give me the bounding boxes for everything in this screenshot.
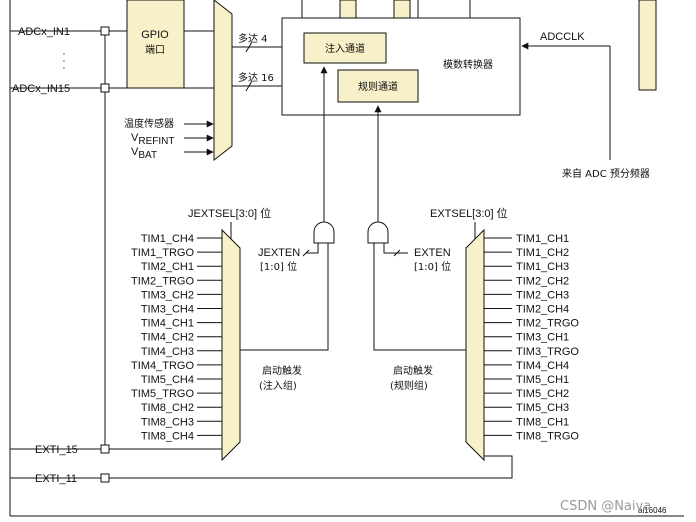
- converter-label: 模数转换器: [443, 58, 493, 71]
- exten-wire: [383, 243, 408, 254]
- up-to-4-label: 多达 4: [238, 32, 268, 45]
- vbat-sub: BAT: [138, 150, 157, 161]
- injected-start-trigger-label: 启动触发: [262, 364, 302, 377]
- regular-source-label: TIM5_CH1: [516, 374, 569, 386]
- regular-source-label: TIM3_CH1: [516, 332, 569, 344]
- regular-source-label: TIM4_CH4: [516, 360, 569, 372]
- ellipsis-dots-1: ·: [62, 48, 66, 60]
- injected-source-label: TIM4_CH2: [141, 332, 194, 344]
- injected-source-label: TIM8_CH4: [141, 430, 194, 442]
- injected-source-label: TIM5_TRGO: [131, 388, 194, 400]
- exti15-pin: [100, 444, 110, 454]
- regular-channel-label: 规则通道: [358, 80, 398, 93]
- ellipsis-dots-2: ·: [62, 55, 66, 67]
- gpio-port-label: 端口: [145, 43, 165, 56]
- regular-trigger-mux: [465, 228, 485, 462]
- regular-source-label: TIM8_TRGO: [516, 430, 579, 442]
- regular-source-label: TIM2_CH2: [516, 275, 569, 287]
- regular-source-label: TIM3_TRGO: [516, 346, 579, 358]
- injected-source-label: TIM5_CH4: [141, 374, 194, 386]
- regular-source-label: TIM2_CH4: [516, 304, 569, 316]
- vrefint-sub: REFINT: [138, 136, 174, 147]
- injected-source-label: TIM4_CH1: [141, 318, 194, 330]
- adc-in15-pin: [100, 83, 110, 93]
- gpio-port-block: [126, 0, 185, 89]
- injected-source-label: TIM4_TRGO: [131, 360, 194, 372]
- data-register-stub-1: [339, 0, 357, 19]
- exti11-pin: [100, 473, 110, 483]
- exten-label: EXTEN: [414, 247, 451, 259]
- jexten-slash: [302, 249, 310, 257]
- exti11-wire: [10, 455, 513, 479]
- csdn-watermark: CSDN @Naiva: [560, 499, 651, 514]
- ellipsis-dots-3: ·: [62, 62, 66, 74]
- data-register-stub-2: [393, 0, 411, 19]
- injected-source-label: TIM3_CH4: [141, 304, 194, 316]
- injected-trigger-mux: [221, 228, 241, 462]
- up-to-16-label: 多达 16: [238, 71, 274, 84]
- injected-and-gate: [313, 221, 335, 244]
- gpio-label: GPIO: [141, 29, 169, 41]
- injected-source-label: TIM4_CH3: [141, 346, 194, 358]
- adc-in1-pin: [100, 26, 110, 36]
- injected-source-label: TIM8_CH2: [141, 402, 194, 414]
- jextsel-label: JEXTSEL[3:0] 位: [188, 206, 271, 220]
- exten-slash: [393, 249, 401, 257]
- regular-trigger-sources: TIM1_CH1TIM1_CH2TIM1_CH3TIM2_CH2TIM2_CH3…: [484, 233, 579, 442]
- adc-in15-label: ADCx_IN15: [12, 83, 70, 95]
- right-side-bar: [638, 0, 657, 91]
- injected-source-label: TIM1_CH4: [141, 233, 194, 245]
- regular-source-label: TIM5_CH2: [516, 388, 569, 400]
- injected-mux-to-gate: [240, 243, 329, 351]
- jexten-label: JEXTEN: [258, 247, 300, 259]
- injected-source-label: TIM2_TRGO: [131, 275, 194, 287]
- regular-source-label: TIM1_CH2: [516, 247, 569, 259]
- figure-id: ai16046: [638, 506, 667, 515]
- regular-group-label: (规则组): [390, 379, 428, 392]
- exten-bits-label: [1:0] 位: [414, 260, 451, 273]
- adcclk-label: ADCCLK: [540, 31, 585, 43]
- regular-source-label: TIM5_CH3: [516, 402, 569, 414]
- injected-source-label: TIM8_CH3: [141, 416, 194, 428]
- regular-bus-slash: [245, 80, 253, 92]
- injected-source-label: TIM2_CH1: [141, 261, 194, 273]
- vbat-label: VBAT: [131, 146, 157, 161]
- injected-channel-label: 注入通道: [325, 42, 365, 55]
- regular-channel-box: [337, 69, 419, 103]
- exti15-label: EXTI_15: [35, 444, 78, 456]
- injected-source-label: TIM3_CH2: [141, 289, 194, 301]
- injected-source-label: TIM1_TRGO: [131, 247, 194, 259]
- exti11-label: EXTI_11: [35, 473, 77, 485]
- regular-source-label: TIM2_CH3: [516, 289, 569, 301]
- regular-source-label: TIM8_CH1: [516, 416, 569, 428]
- regular-source-label: TIM2_TRGO: [516, 318, 579, 330]
- prescaler-label: 来自 ADC 预分频器: [562, 167, 650, 180]
- temp-sensor-label: 温度传感器: [124, 117, 174, 130]
- injected-channel-box: [303, 32, 387, 64]
- injected-group-label: (注入组): [259, 379, 297, 392]
- regular-source-label: TIM1_CH1: [516, 233, 569, 245]
- jexten-wire: [306, 243, 319, 254]
- adc-in1-label: ADCx_IN1: [18, 26, 70, 38]
- extsel-label: EXTSEL[3:0] 位: [430, 206, 508, 220]
- vrefint-label: VREFINT: [131, 132, 174, 147]
- regular-and-gate: [367, 221, 389, 244]
- injected-bus-slash: [245, 41, 253, 53]
- regular-source-label: TIM1_CH3: [516, 261, 569, 273]
- analog-mux: [213, 0, 233, 162]
- regular-mux-to-gate: [373, 243, 466, 351]
- regular-start-trigger-label: 启动触发: [393, 364, 433, 377]
- jexten-bits-label: [1:0] 位: [260, 260, 297, 273]
